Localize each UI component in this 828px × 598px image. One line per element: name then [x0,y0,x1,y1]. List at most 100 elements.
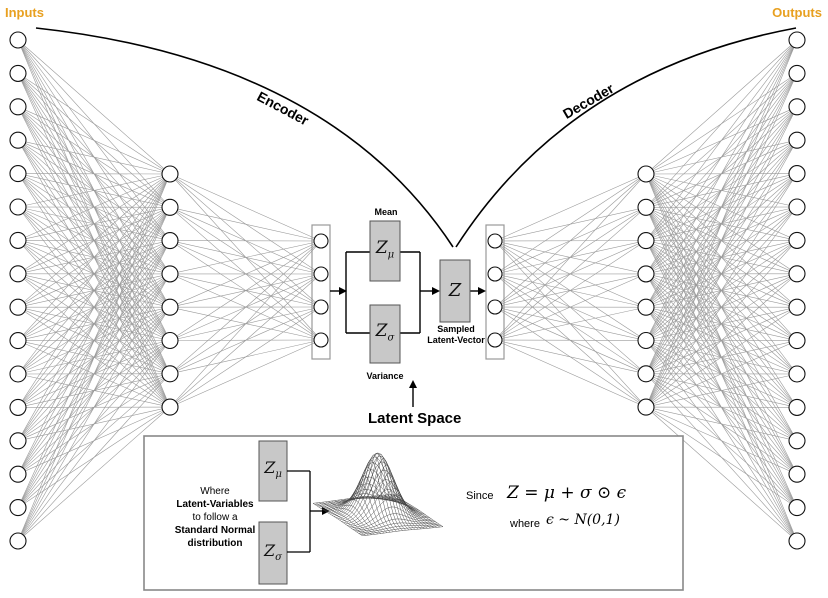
input-node [9,98,27,116]
variance-label: Variance [366,371,404,381]
encoder-bottleneck-frame [311,224,331,360]
encoder-connection [17,173,171,408]
input-node [9,432,27,450]
z-mu-sub: μ [387,249,395,261]
output-node [788,31,806,49]
decoder-connection [645,373,798,408]
decoder-connection [494,306,647,341]
hidden-node [161,265,179,283]
encoder-connection [169,240,322,408]
gaussian-mesh-line [326,483,407,513]
encoder-connection [17,73,171,175]
output-node [788,98,806,116]
hidden-node [161,232,179,250]
decoder-connection [645,73,798,408]
input-node [9,198,27,216]
input-node [9,332,27,350]
gaussian-mesh-line [345,479,426,525]
output-node [788,131,806,149]
gaussian-mesh-line [350,506,432,529]
input-node [9,499,27,517]
panel-z-mu-box [258,440,288,502]
panel-text-line5: distribution [187,538,243,549]
decoder-connection [494,273,647,341]
input-node [9,31,27,49]
output-node [788,298,806,316]
gaussian-mesh-line [324,489,406,511]
input-node [9,298,27,316]
panel-z-mu-base: Z [264,458,276,477]
panel-description: Where Latent-Variables to follow a Stand… [150,485,280,550]
decoder-bottleneck-frame [485,224,505,360]
input-node [9,165,27,183]
encoder-connection [17,406,171,542]
z-text: Z [448,280,462,301]
panel-branch-lines [287,470,326,553]
decoder-connection [645,39,798,341]
decoder-connection [645,406,798,508]
hidden-node [637,265,655,283]
encoder-connection [17,173,171,208]
gaussian-mesh-line [347,489,428,526]
encoder-connection [17,340,171,542]
decoder-connection [645,306,798,408]
bottleneck-node [313,266,329,282]
output-node [788,332,806,350]
encoder-connection [169,207,322,242]
decoder-connection [645,173,798,408]
output-node [788,499,806,517]
decoder-connection [645,39,798,374]
encoder-connection [17,173,171,375]
connection-lines [17,39,798,542]
encoder-connection [17,273,171,542]
hidden-node [637,298,655,316]
input-node [9,365,27,383]
decoder-connection [645,39,798,208]
gaussian-mesh-line [333,456,415,517]
z-sigma-text: Zσ [370,321,400,343]
decoder-connection [494,173,647,308]
output-node [788,64,806,82]
gaussian-mesh-line [358,523,440,534]
z-mu-box [369,220,401,282]
encoder-connection [17,173,171,475]
gaussian-mesh-line [362,526,444,537]
latent-space-title: Latent Space [368,410,462,427]
hidden-node [161,298,179,316]
decoder-connection [494,173,647,242]
encoder-connection [17,207,171,542]
decoder-connection [645,39,798,241]
input-node [9,465,27,483]
encoder-connection [169,339,322,408]
output-node [788,265,806,283]
input-node [9,398,27,416]
hidden-node [637,198,655,216]
output-node [788,198,806,216]
z-sigma-base: Z [375,321,388,341]
encoder-connection [17,173,171,241]
decoder-connection [645,273,798,408]
panel-z-mu-sub: μ [275,469,282,481]
bottleneck-node [487,266,503,282]
encoder-connection [17,173,171,542]
encoder-connection [17,39,171,175]
decoder-connection [645,39,798,275]
output-node [788,532,806,550]
encoder-connection [169,240,322,341]
encoder-connection [169,273,322,408]
hidden-node [161,331,179,350]
panel-z-sigma-text: Zσ [259,541,287,563]
z-mu-base: Z [375,238,388,258]
decoder-connection [645,206,798,408]
decoder-connection [494,240,647,341]
panel-z-mu-text: Zμ [259,458,287,480]
decoder-connection [494,339,647,408]
gaussian-mesh-line [352,513,434,530]
gaussian-mesh-line [335,453,417,518]
gaussian-mesh-line [328,476,409,514]
decoder-connection [645,340,798,408]
z-box [439,259,471,323]
gaussian-surface [312,452,444,537]
hidden-node [637,365,655,383]
